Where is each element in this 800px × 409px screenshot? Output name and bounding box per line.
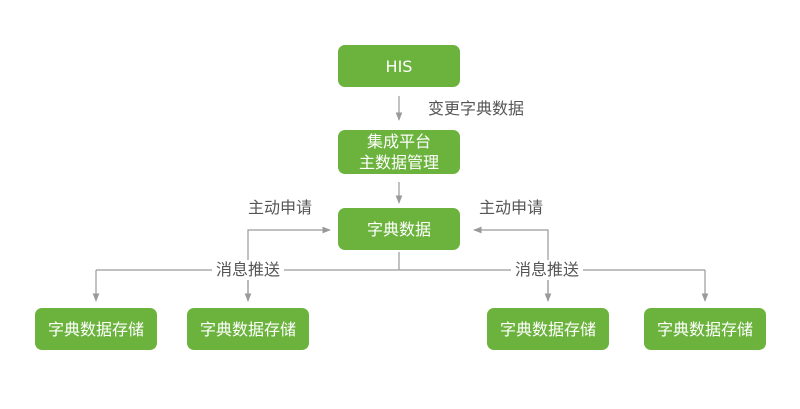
push-label-left: 消息推送 [212, 260, 285, 280]
platform-node: 集成平台 主数据管理 [338, 130, 460, 174]
storage-node-4: 字典数据存储 [644, 308, 766, 350]
storage-node-1-label: 字典数据存储 [47, 319, 144, 339]
dictionary-node-label: 字典数据 [366, 219, 431, 239]
platform-node-line2: 主数据管理 [358, 153, 439, 172]
storage-node-3: 字典数据存储 [487, 308, 609, 350]
dictionary-node: 字典数据 [338, 208, 460, 250]
storage-node-1: 字典数据存储 [35, 308, 157, 350]
request-label-left: 主动申请 [248, 198, 313, 218]
his-node-label: HIS [385, 56, 413, 76]
storage-node-3-label: 字典数据存储 [499, 319, 596, 339]
push-label-right: 消息推送 [511, 260, 584, 280]
request-label-right: 主动申请 [479, 198, 544, 218]
storage-node-2-label: 字典数据存储 [199, 319, 296, 339]
change-label: 变更字典数据 [428, 99, 525, 119]
storage-node-4-label: 字典数据存储 [656, 319, 753, 339]
storage-node-2: 字典数据存储 [187, 308, 309, 350]
platform-node-line1: 集成平台 [366, 132, 431, 151]
his-node: HIS [338, 45, 460, 87]
